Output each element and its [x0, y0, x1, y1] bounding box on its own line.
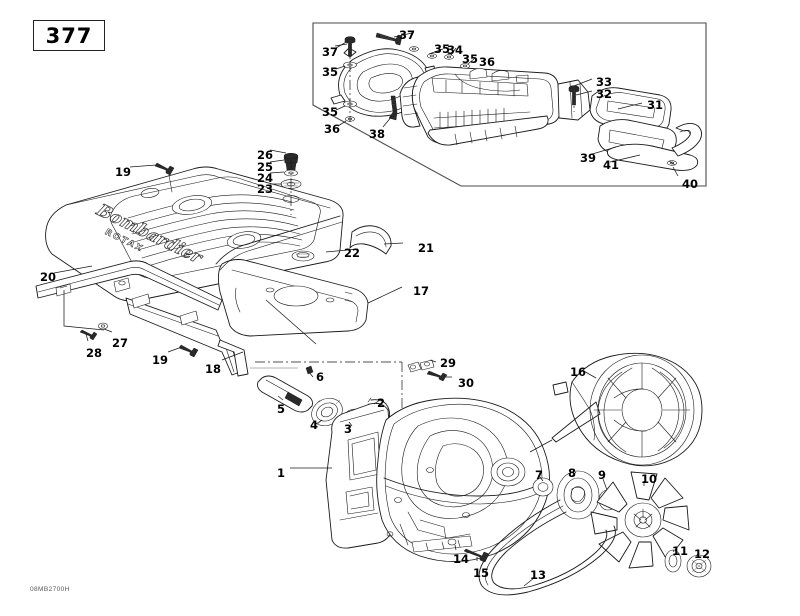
inset-airbox-assembly: [330, 47, 591, 146]
callout-seal-strip: 20: [40, 270, 57, 284]
inset-fasteners: [343, 32, 677, 166]
callout-nut: 25: [257, 160, 274, 174]
callout-nut: 14: [453, 552, 470, 566]
callout-washer: 11: [672, 544, 689, 558]
callout-nut: 40: [682, 177, 699, 191]
callout-screw: 30: [458, 376, 475, 390]
callout-washer: 35: [434, 42, 451, 56]
callout-lower-engine-cover: 17: [413, 284, 430, 298]
callout-screw: 37: [399, 28, 416, 42]
main-leaders: [277, 369, 699, 587]
cover-leaders: [53, 149, 404, 361]
callout-fan-blade: 10: [641, 472, 658, 486]
callout-retaining-ring: 2: [377, 396, 386, 410]
inset-detail-box: [312, 22, 707, 187]
callout-screw: 19: [152, 353, 169, 367]
callout-support-bracket: 18: [205, 362, 222, 376]
callout-washer: 35: [462, 52, 479, 66]
callout-screw: 38: [369, 127, 386, 141]
drawing-code: 08MB2700H: [30, 586, 70, 593]
callout-washer: 34: [447, 43, 464, 57]
callout-spacer: 24: [257, 171, 274, 185]
inset-leaders: [334, 32, 679, 177]
callout-lock-nut: 12: [694, 547, 711, 561]
callout-nut: 36: [479, 55, 496, 69]
clamp-fasteners: [407, 359, 452, 382]
callout-screw: 19: [115, 165, 132, 179]
callout-bracket: 33: [596, 75, 613, 89]
engine-cover-assembly: Bombardier ROTAX: [35, 166, 392, 377]
callout-screw: 28: [86, 346, 103, 360]
callout-air-duct: 31: [647, 98, 664, 112]
callout-washer: 23: [257, 182, 274, 196]
callout-washer: 35: [322, 65, 339, 79]
plate-number: 377: [45, 23, 93, 48]
callout-deflector: 41: [603, 158, 620, 172]
pulley-belt-fan: [447, 470, 712, 596]
callout-screw: 37: [322, 45, 339, 59]
cover-grommet: [291, 250, 315, 262]
fan-housing: [325, 397, 550, 562]
callout-washer: 3: [344, 422, 353, 436]
callout-screw: 15: [473, 566, 490, 580]
callout-shaft: 5: [277, 402, 286, 416]
callout-washer: 35: [322, 105, 339, 119]
callout-spacer: 7: [535, 468, 544, 482]
callout-nut: 36: [324, 122, 341, 136]
callout-bolt: 32: [596, 87, 613, 101]
callout-drive-belt: 13: [530, 568, 547, 582]
callout-key: 6: [316, 370, 325, 384]
cover-fasteners: [79, 162, 199, 358]
cover-knob-stack: [280, 152, 302, 215]
callout-air-silencer: 39: [580, 151, 597, 165]
callout-pulley: 8: [568, 466, 577, 480]
callout-rivet: 27: [112, 336, 129, 350]
callout-clamp: 29: [440, 356, 457, 370]
callout-cover-flap: 21: [418, 241, 435, 255]
callout-fan-shroud: 16: [570, 365, 587, 379]
callout-bearing: 4: [310, 418, 319, 432]
fan-shroud: [551, 352, 703, 467]
plate-number-box: 377: [33, 20, 105, 51]
callout-grommet: 22: [344, 246, 361, 260]
callout-washer: 9: [598, 468, 607, 482]
callout-knob: 26: [257, 148, 274, 162]
callout-fan-housing-half: 1: [277, 466, 286, 480]
